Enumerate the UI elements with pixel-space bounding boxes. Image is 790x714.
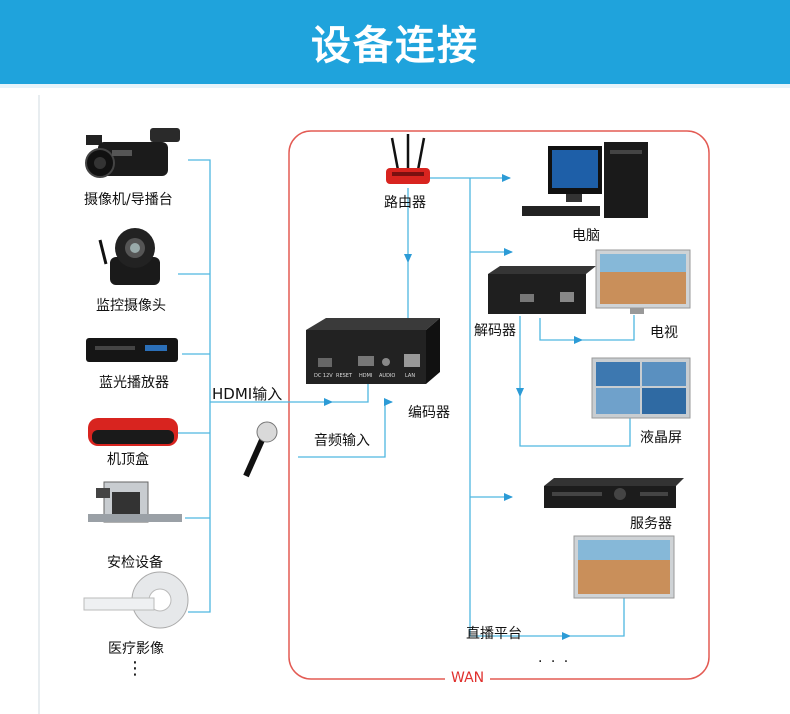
label-lcd: 液晶屏	[640, 430, 682, 446]
encoder-port-dc: DC 12V	[314, 373, 333, 379]
label-server: 服务器	[630, 516, 672, 532]
label-pc: 电脑	[572, 228, 600, 244]
label-set-top-box: 机顶盒	[107, 452, 149, 468]
decoder-icon	[488, 266, 596, 314]
computer-icon	[522, 142, 648, 218]
left-divider	[38, 95, 40, 714]
encoder-port-lan: LAN	[405, 373, 415, 379]
encoder-port-audio: AUDIO	[379, 373, 395, 379]
title-banner: 设备连接	[0, 0, 790, 84]
label-hdmi-input: HDMI输入	[212, 385, 283, 403]
label-decoder: 解码器	[474, 323, 516, 339]
page-title: 设备连接	[311, 23, 479, 69]
encoder-port-reset: RESET	[336, 373, 353, 379]
microphone-icon	[243, 421, 278, 478]
banner-shadow	[0, 84, 790, 88]
label-camera: 摄像机/导播台	[84, 192, 173, 208]
live-display-icon	[573, 535, 675, 599]
label-monitor-camera: 监控摄像头	[96, 298, 166, 314]
encoder-icon: DC 12V RESET HDMI AUDIO LAN	[306, 318, 440, 384]
camcorder-icon	[85, 128, 180, 178]
label-tv: 电视	[650, 325, 678, 341]
label-security: 安检设备	[107, 555, 163, 571]
horizontal-ellipsis: · · ·	[538, 654, 571, 670]
lcd-wall-icon	[591, 357, 691, 419]
source-bus	[178, 159, 635, 640]
label-live-platform: 直播平台	[466, 626, 522, 642]
label-wan: WAN	[445, 670, 491, 686]
tv-icon	[595, 249, 691, 314]
server-icon	[544, 478, 684, 508]
label-audio-input: 音频输入	[314, 433, 370, 449]
label-bluray: 蓝光播放器	[99, 375, 169, 391]
label-medical: 医疗影像	[108, 641, 164, 657]
medical-scanner-icon	[83, 571, 189, 629]
security-camera-icon	[98, 228, 160, 285]
encoder-port-hdmi: HDMI	[359, 373, 372, 379]
vertical-ellipsis: ⋮	[126, 658, 146, 679]
router-icon	[386, 134, 430, 184]
set-top-box-icon	[88, 418, 178, 446]
label-encoder: 编码器	[408, 405, 450, 421]
bluray-player-icon	[86, 338, 178, 362]
label-router: 路由器	[384, 195, 426, 211]
security-scanner-icon	[88, 481, 182, 523]
wan-boundary	[288, 130, 710, 680]
